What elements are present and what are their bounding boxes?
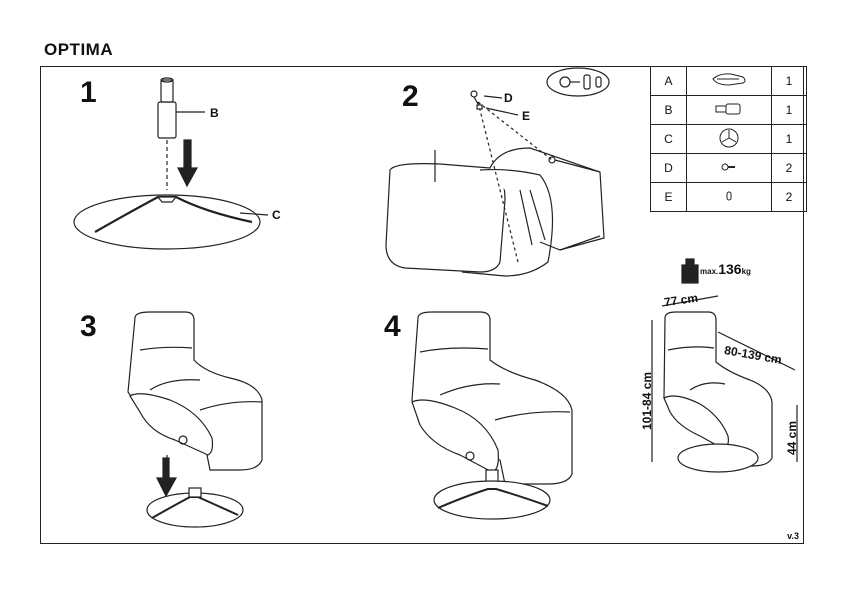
instructions-frame bbox=[40, 66, 804, 544]
dimensions-chair-drawing bbox=[651, 295, 798, 473]
step-3-number: 3 bbox=[80, 310, 97, 343]
max-load: max.136kg bbox=[700, 261, 751, 279]
version-label: v.3 bbox=[787, 531, 799, 541]
step-1-base-drawing bbox=[73, 194, 269, 250]
seat-assembly-icon bbox=[686, 66, 772, 96]
parts-row: A 1 bbox=[650, 66, 807, 96]
part-qty: 1 bbox=[771, 124, 807, 154]
callout-c: C bbox=[272, 208, 281, 222]
step-3-chair-drawing bbox=[127, 311, 263, 528]
step-4-chair-drawing bbox=[411, 311, 573, 520]
part-letter: E bbox=[650, 182, 687, 212]
base-icon bbox=[686, 124, 772, 154]
parts-row: E 2 bbox=[650, 182, 807, 212]
max-load-label: max. bbox=[700, 267, 719, 276]
part-qty: 1 bbox=[771, 95, 807, 125]
bolt-icon bbox=[686, 153, 772, 183]
max-load-unit: kg bbox=[741, 267, 751, 276]
part-letter: C bbox=[650, 124, 687, 154]
step-2-number: 2 bbox=[402, 80, 419, 113]
step-2-chair-drawing bbox=[385, 67, 610, 277]
part-letter: A bbox=[650, 66, 687, 96]
weight-icon bbox=[681, 258, 699, 284]
parts-row: C 1 bbox=[650, 124, 807, 154]
callout-e: E bbox=[522, 109, 531, 123]
parts-table: A 1 B 1 C 1 D 2 E 2 bbox=[650, 66, 807, 212]
step-1-gas-lift-drawing bbox=[157, 77, 205, 190]
part-qty: 1 bbox=[771, 66, 807, 96]
step-1-arrow bbox=[177, 139, 199, 188]
product-title: OPTIMA bbox=[44, 40, 114, 59]
part-letter: D bbox=[650, 153, 687, 183]
parts-row: B 1 bbox=[650, 95, 807, 125]
callout-d: D bbox=[504, 91, 513, 105]
step-4-number: 4 bbox=[384, 310, 401, 343]
step-3-arrow bbox=[156, 457, 178, 498]
max-load-value: 136 bbox=[718, 261, 742, 277]
step-1-number: 1 bbox=[80, 76, 97, 109]
washer-icon bbox=[686, 182, 772, 212]
part-letter: B bbox=[650, 95, 687, 125]
part-qty: 2 bbox=[771, 182, 807, 212]
parts-row: D 2 bbox=[650, 153, 807, 183]
callout-b: B bbox=[210, 106, 219, 120]
part-qty: 2 bbox=[771, 153, 807, 183]
gas-lift-icon bbox=[686, 95, 772, 125]
height-dimension: 101-84 cm bbox=[640, 371, 654, 430]
seat-height-dimension: 44 cm bbox=[785, 420, 799, 455]
